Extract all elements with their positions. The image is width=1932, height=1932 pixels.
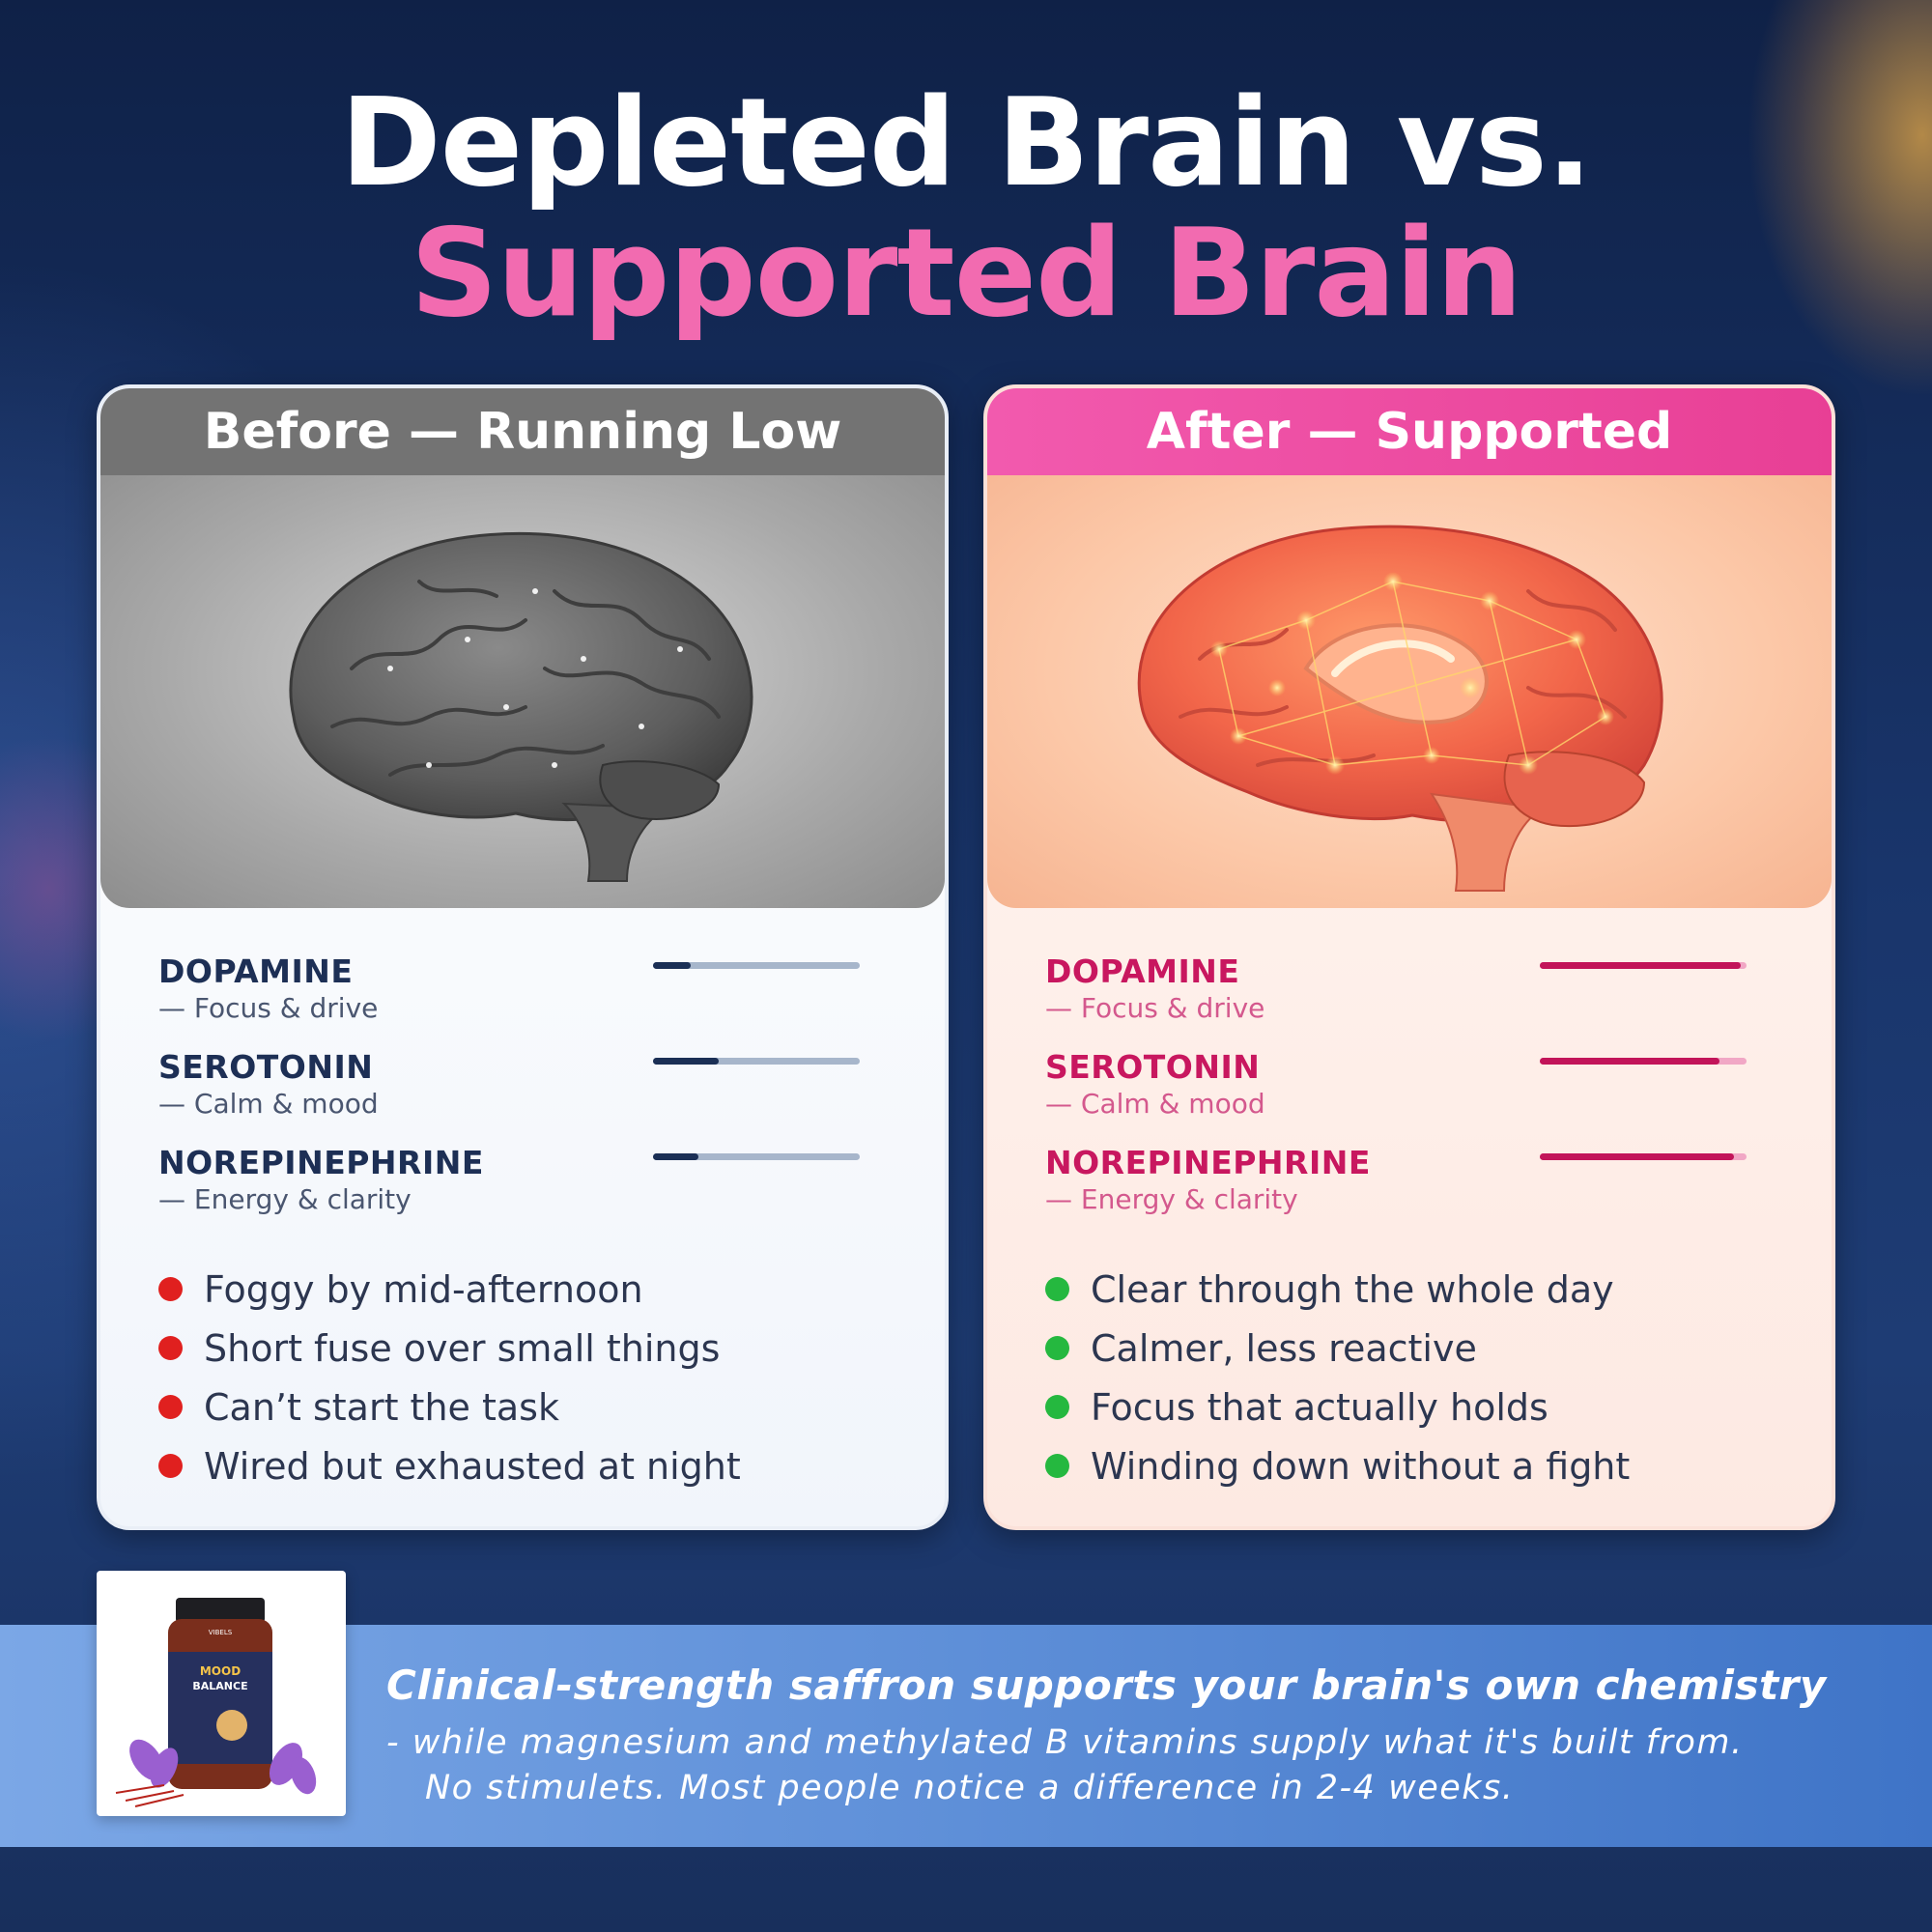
brain-gray-icon <box>289 531 753 882</box>
before-neurotransmitter-list: DOPAMINE — Focus & drive SEROTONIN — Cal… <box>158 952 893 1239</box>
green-dot-icon <box>1045 1395 1069 1419</box>
banner-title: Clinical-strength saffron supports your … <box>386 1662 1827 1709</box>
after-card: After — Supported <box>983 384 1835 1530</box>
benefit-text: Clear through the whole day <box>1091 1267 1614 1311</box>
neuro-name: NOREPINEPHRINE <box>158 1144 484 1181</box>
neuro-row-dopamine: DOPAMINE — Focus & drive <box>158 952 893 1048</box>
green-dot-icon <box>1045 1336 1069 1360</box>
level-bar-fill <box>1540 962 1741 969</box>
benefit-list: Clear through the whole day Calmer, less… <box>1045 1260 1799 1495</box>
neuro-row-norepinephrine: NOREPINEPHRINE — Energy & clarity <box>158 1144 893 1239</box>
symptom-text: Foggy by mid-afternoon <box>204 1267 643 1311</box>
supplement-bottle-icon: VIBELS MOOD BALANCE <box>115 1598 317 1807</box>
green-dot-icon <box>1045 1454 1069 1478</box>
after-neurotransmitter-list: DOPAMINE — Focus & drive SEROTONIN — Cal… <box>1045 952 1779 1239</box>
level-bar <box>1540 1153 1747 1160</box>
benefit-text: Focus that actually holds <box>1091 1385 1548 1429</box>
neuro-name: SEROTONIN <box>1045 1048 1261 1086</box>
green-dot-icon <box>1045 1277 1069 1301</box>
list-item: Focus that actually holds <box>1045 1378 1799 1436</box>
product-brand: VIBELS <box>209 1629 233 1636</box>
neuro-row-serotonin: SEROTONIN — Calm & mood <box>158 1048 893 1144</box>
level-bar-fill <box>653 962 691 969</box>
list-item: Can’t start the task <box>158 1378 912 1436</box>
before-card: Before — Running Low <box>97 384 949 1530</box>
neuro-row-dopamine: DOPAMINE — Focus & drive <box>1045 952 1779 1048</box>
red-dot-icon <box>158 1395 183 1419</box>
list-item: Wired but exhausted at night <box>158 1436 912 1495</box>
neuro-sub: — Focus & drive <box>158 992 379 1024</box>
title-line-2: Supported Brain <box>410 202 1522 344</box>
page-title: Depleted Brain vs. Supported Brain <box>0 77 1932 338</box>
level-bar <box>653 1153 860 1160</box>
neuro-row-norepinephrine: NOREPINEPHRINE — Energy & clarity <box>1045 1144 1779 1239</box>
neuro-row-serotonin: SEROTONIN — Calm & mood <box>1045 1048 1779 1144</box>
neuro-sub: — Calm & mood <box>158 1088 379 1120</box>
brain-glowing-icon <box>1137 525 1663 892</box>
list-item: Winding down without a fight <box>1045 1436 1799 1495</box>
after-card-header: After — Supported <box>987 388 1832 475</box>
benefit-text: Winding down without a fight <box>1091 1444 1631 1488</box>
list-item: Foggy by mid-afternoon <box>158 1260 912 1319</box>
neuro-sub: — Energy & clarity <box>1045 1183 1298 1215</box>
benefit-text: Calmer, less reactive <box>1091 1326 1477 1370</box>
product-image: VIBELS MOOD BALANCE <box>97 1571 346 1816</box>
neuro-name: SEROTONIN <box>158 1048 374 1086</box>
depleted-brain-image <box>100 475 945 908</box>
product-name-line1: MOOD <box>200 1664 241 1678</box>
level-bar <box>653 962 860 969</box>
symptom-list: Foggy by mid-afternoon Short fuse over s… <box>158 1260 912 1495</box>
list-item: Short fuse over small things <box>158 1319 912 1378</box>
level-bar <box>653 1058 860 1065</box>
level-bar <box>1540 962 1747 969</box>
level-bar-fill <box>1540 1153 1735 1160</box>
red-dot-icon <box>158 1454 183 1478</box>
neuro-name: DOPAMINE <box>1045 952 1240 990</box>
red-dot-icon <box>158 1336 183 1360</box>
level-bar-fill <box>653 1153 699 1160</box>
neuro-sub: — Calm & mood <box>1045 1088 1265 1120</box>
red-dot-icon <box>158 1277 183 1301</box>
product-name-line2: BALANCE <box>192 1680 247 1692</box>
banner-sub-line-2: No stimulets. Most people notice a diffe… <box>425 1769 1515 1807</box>
banner-subtitle: - while magnesium and methylated B vitam… <box>386 1720 1855 1811</box>
list-item: Clear through the whole day <box>1045 1260 1799 1319</box>
neuro-sub: — Focus & drive <box>1045 992 1265 1024</box>
banner-text: Clinical-strength saffron supports your … <box>386 1662 1855 1811</box>
banner-sub-line-1: - while magnesium and methylated B vitam… <box>386 1723 1744 1762</box>
supported-brain-image <box>987 475 1832 908</box>
level-bar <box>1540 1058 1747 1065</box>
level-bar-fill <box>653 1058 720 1065</box>
symptom-text: Can’t start the task <box>204 1385 559 1429</box>
level-bar-fill <box>1540 1058 1720 1065</box>
symptom-text: Short fuse over small things <box>204 1326 721 1370</box>
title-line-1: Depleted Brain vs. <box>340 71 1593 213</box>
list-item: Calmer, less reactive <box>1045 1319 1799 1378</box>
before-card-header: Before — Running Low <box>100 388 945 475</box>
neuro-name: NOREPINEPHRINE <box>1045 1144 1371 1181</box>
neuro-name: DOPAMINE <box>158 952 354 990</box>
neuro-sub: — Energy & clarity <box>158 1183 412 1215</box>
symptom-text: Wired but exhausted at night <box>204 1444 741 1488</box>
